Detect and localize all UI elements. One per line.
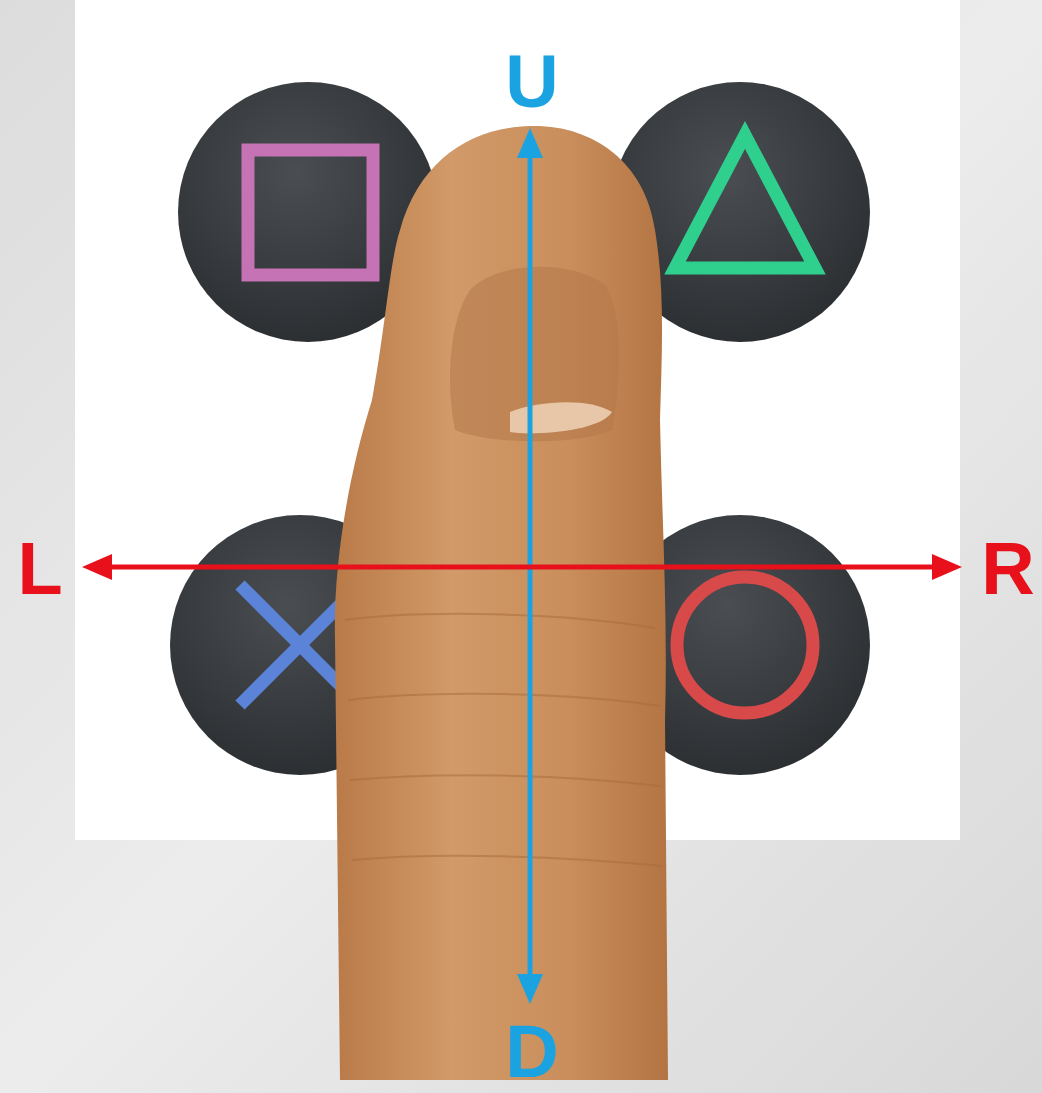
left-label: L — [17, 532, 62, 606]
up-label: U — [505, 45, 558, 119]
down-label: D — [505, 1015, 558, 1089]
right-label: R — [981, 532, 1034, 606]
left-right-arrow — [82, 554, 962, 580]
thumb — [335, 126, 668, 1080]
